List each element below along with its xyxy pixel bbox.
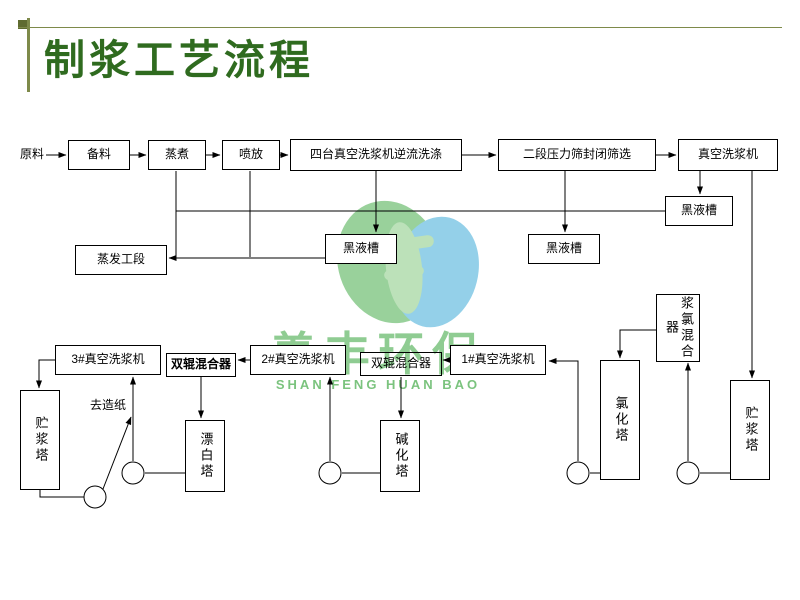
slide-title: 制浆工艺流程	[44, 37, 314, 83]
watermark-company-name-en: SHAN FENG HUAN BAO	[276, 377, 480, 392]
title-rule-horizontal	[18, 27, 782, 28]
connector-27	[36, 359, 55, 389]
pump-circles-group	[83, 461, 700, 509]
title-corner-square	[18, 20, 27, 29]
connector-16	[617, 329, 656, 359]
pump-circle-4	[676, 461, 700, 485]
pump-circle-3	[566, 461, 590, 485]
connector-28	[39, 490, 84, 498]
pump-circle-0	[83, 485, 107, 509]
connector-29	[102, 416, 132, 490]
title-rule-vertical	[27, 18, 30, 92]
connector-lines-group	[36, 152, 755, 498]
pump-circle-2	[318, 461, 342, 485]
connector-14	[548, 358, 579, 461]
pump-circle-1	[121, 461, 145, 485]
